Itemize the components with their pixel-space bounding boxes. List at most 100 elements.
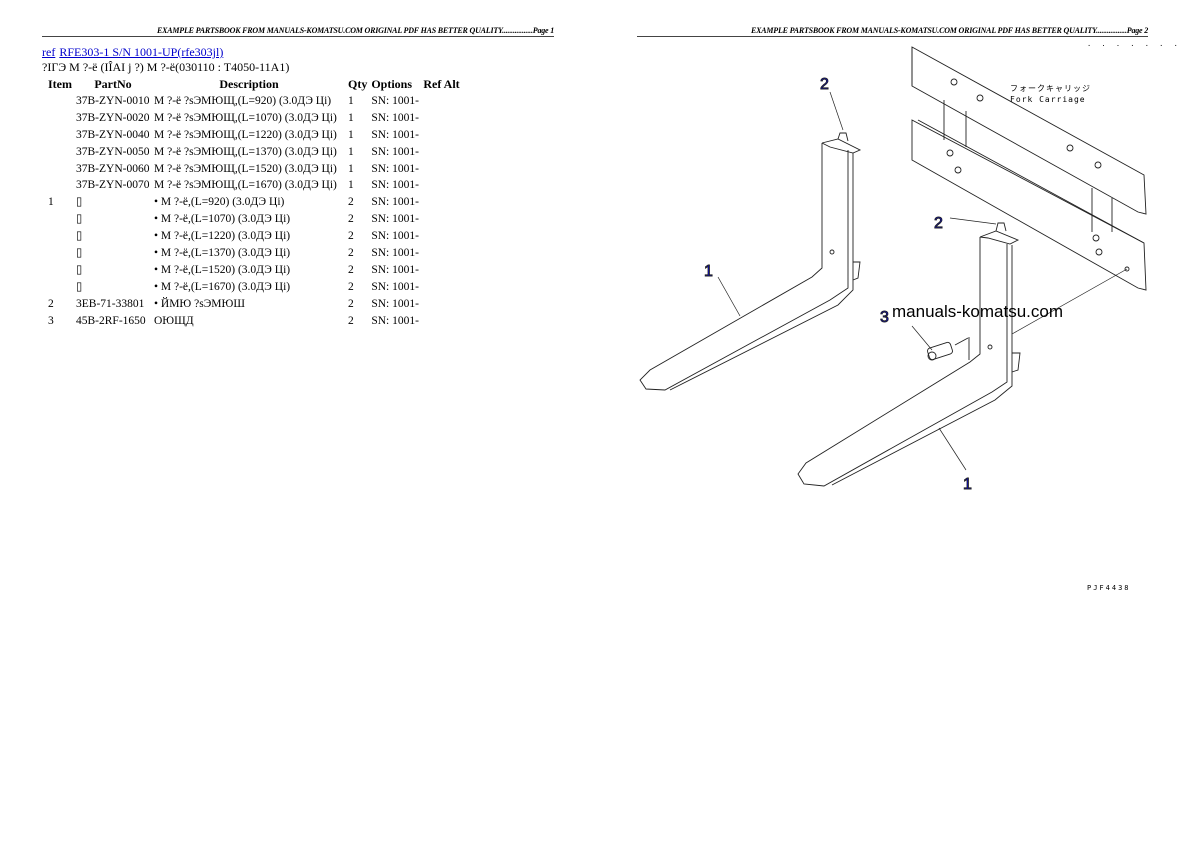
table-row: ▯ • M ?-ë,(L=1670) (3.0ДЭ Цi) 2 SN: 1001-	[46, 279, 462, 296]
options-cell: SN: 1001-	[371, 179, 419, 192]
item-cell: 3	[48, 314, 54, 327]
partno-cell: ▯	[76, 280, 83, 293]
qty-cell: 2	[348, 297, 354, 310]
page-2-header: EXAMPLE PARTSBOOK FROM MANUALS-KOMATSU.C…	[637, 26, 1148, 37]
partno-cell: 45B-2RF-1650	[76, 314, 146, 327]
options-cell: SN: 1001-	[371, 263, 419, 276]
description-cell: • M ?-ë,(L=1220) (3.0ДЭ Цi)	[154, 230, 291, 243]
description-cell: M ?-ë ?sЭMЮЩ,(L=1070) (3.0ДЭ Цi)	[154, 111, 337, 124]
qty-cell: 2	[348, 263, 354, 276]
options-cell: SN: 1001-	[371, 145, 419, 158]
parts-table: Item PartNo Description Qty Options Ref …	[46, 76, 462, 330]
partno-cell: ▯	[76, 263, 83, 276]
description-cell: • M ?-ë,(L=1670) (3.0ДЭ Цi)	[154, 280, 291, 293]
qty-cell: 1	[348, 128, 354, 141]
parts-table-body: 37B-ZYN-0010 M ?-ë ?sЭMЮЩ,(L=920) (3.0ДЭ …	[46, 93, 462, 330]
ref-link[interactable]: ref	[42, 45, 56, 59]
drawing-code: PJF4438	[1087, 584, 1131, 592]
table-row: 37B-ZYN-0070 M ?-ë ?sЭMЮЩ,(L=1670) (3.0ДЭ…	[46, 177, 462, 194]
description-cell: OЮЩД	[154, 314, 194, 327]
description-cell: M ?-ë ?sЭMЮЩ,(L=1370) (3.0ДЭ Цi)	[154, 145, 337, 158]
page-1-header: EXAMPLE PARTSBOOK FROM MANUALS-KOMATSU.C…	[42, 26, 554, 37]
qty-cell: 2	[348, 280, 354, 293]
options-cell: SN: 1001-	[371, 230, 419, 243]
partno-cell: ▯	[76, 213, 83, 226]
options-cell: SN: 1001-	[371, 162, 419, 175]
qty-cell: 1	[348, 162, 354, 175]
description-cell: M ?-ë ?sЭMЮЩ,(L=1520) (3.0ДЭ Цi)	[154, 162, 337, 175]
item-cell: 1	[48, 196, 54, 209]
partno-cell: ▯	[76, 230, 83, 243]
partno-cell: 37B-ZYN-0020	[76, 111, 150, 124]
section-subtitle: ?ΙΓЭ M ?-ë (IÎAI j ?) M ?-ë(030110 : T40…	[42, 60, 290, 74]
qty-cell: 2	[348, 314, 354, 327]
qty-cell: 2	[348, 213, 354, 226]
partno-cell: 37B-ZYN-0010	[76, 94, 150, 107]
callout-2-right: 2	[934, 215, 943, 232]
callout-1-right: 1	[963, 476, 972, 493]
item-cell: 2	[48, 297, 54, 310]
description-cell: • M ?-ë,(L=1070) (3.0ДЭ Цi)	[154, 213, 291, 226]
stopper-pin	[927, 337, 969, 361]
table-row: 37B-ZYN-0060 M ?-ë ?sЭMЮЩ,(L=1520) (3.0ДЭ…	[46, 161, 462, 178]
carriage-label-en: Fork Carriage	[1010, 95, 1086, 104]
watermark: manuals-komatsu.com	[892, 302, 1064, 321]
description-cell: M ?-ë ?sЭMЮЩ,(L=1670) (3.0ДЭ Цi)	[154, 179, 337, 192]
partno-cell: ▯	[76, 196, 83, 209]
callout-2-left: 2	[820, 76, 829, 93]
table-row: ▯ • M ?-ë,(L=1070) (3.0ДЭ Цi) 2 SN: 1001-	[46, 211, 462, 228]
corner-marks: . . . . . . .	[1087, 40, 1181, 48]
partno-cell: 37B-ZYN-0060	[76, 162, 150, 175]
partno-cell: 37B-ZYN-0070	[76, 179, 150, 192]
col-ref-alt: Ref Alt	[423, 77, 460, 91]
table-row: ▯ • M ?-ë,(L=1220) (3.0ДЭ Цi) 2 SN: 1001-	[46, 228, 462, 245]
qty-cell: 1	[348, 145, 354, 158]
partno-cell: 3EB-71-33801	[76, 297, 145, 310]
table-row: 37B-ZYN-0010 M ?-ë ?sЭMЮЩ,(L=920) (3.0ДЭ …	[46, 93, 462, 110]
options-cell: SN: 1001-	[371, 314, 419, 327]
options-cell: SN: 1001-	[371, 247, 419, 260]
options-cell: SN: 1001-	[371, 196, 419, 209]
partno-cell: 37B-ZYN-0040	[76, 128, 150, 141]
qty-cell: 1	[348, 111, 354, 124]
col-partno: PartNo	[94, 77, 132, 91]
fork-carriage-label: フォークキャリッジ Fork Carriage	[1010, 83, 1091, 105]
options-cell: SN: 1001-	[371, 94, 419, 107]
table-row: 37B-ZYN-0020 M ?-ë ?sЭMЮЩ,(L=1070) (3.0ДЭ…	[46, 110, 462, 127]
carriage	[911, 46, 1147, 291]
qty-cell: 2	[348, 230, 354, 243]
table-row: ▯ • M ?-ë,(L=1370) (3.0ДЭ Цi) 2 SN: 1001-	[46, 245, 462, 262]
partno-cell: 37B-ZYN-0050	[76, 145, 150, 158]
description-cell: M ?-ë ?sЭMЮЩ,(L=920) (3.0ДЭ Цi)	[154, 94, 332, 107]
options-cell: SN: 1001-	[371, 297, 419, 310]
table-row: ▯ • M ?-ë,(L=1520) (3.0ДЭ Цi) 2 SN: 1001-	[46, 262, 462, 279]
qty-cell: 1	[348, 179, 354, 192]
fork-right	[797, 222, 1021, 487]
col-item: Item	[48, 77, 72, 91]
options-cell: SN: 1001-	[371, 213, 419, 226]
description-cell: M ?-ë ?sЭMЮЩ,(L=1220) (3.0ДЭ Цi)	[154, 128, 337, 141]
table-row: 37B-ZYN-0050 M ?-ë ?sЭMЮЩ,(L=1370) (3.0ДЭ…	[46, 144, 462, 161]
qty-cell: 1	[348, 94, 354, 107]
table-row: 3 45B-2RF-1650 OЮЩД 2 SN: 1001-	[46, 313, 462, 330]
description-cell: • M ?-ë,(L=1520) (3.0ДЭ Цi)	[154, 263, 291, 276]
options-cell: SN: 1001-	[371, 128, 419, 141]
description-cell: • M ?-ë,(L=1370) (3.0ДЭ Цi)	[154, 247, 291, 260]
qty-cell: 2	[348, 247, 354, 260]
callout-1-left: 1	[704, 263, 713, 280]
callout-3: 3	[880, 309, 889, 326]
description-cell: • M ?-ë,(L=920) (3.0ДЭ Цi)	[154, 196, 285, 209]
leader-lines	[717, 91, 1128, 471]
options-cell: SN: 1001-	[371, 280, 419, 293]
fork-left	[639, 132, 862, 391]
carriage-label-jp: フォークキャリッジ	[1010, 84, 1091, 93]
model-link[interactable]: RFE303-1 S/N 1001-UP(rfe303jl)	[59, 45, 224, 59]
partno-cell: ▯	[76, 247, 83, 260]
table-row: 37B-ZYN-0040 M ?-ë ?sЭMЮЩ,(L=1220) (3.0ДЭ…	[46, 127, 462, 144]
col-qty: Qty	[348, 77, 368, 91]
col-description: Description	[219, 77, 279, 91]
